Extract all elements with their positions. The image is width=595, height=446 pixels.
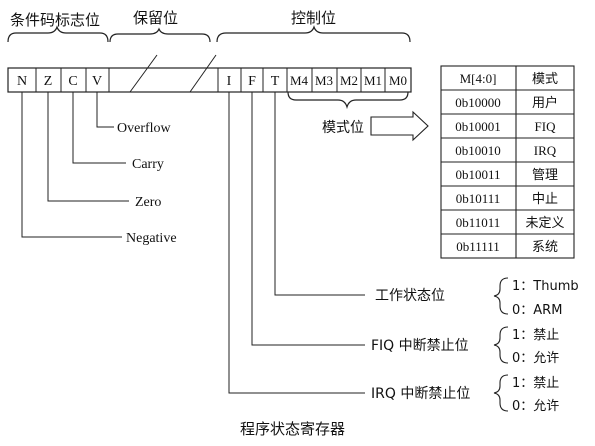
condition-bracket (7, 25, 109, 43)
carry-leader (72, 92, 126, 164)
mode-table (440, 65, 575, 259)
i-bit-leader (228, 92, 365, 394)
f-bit-leader (251, 92, 365, 346)
overflow-leader (96, 92, 114, 128)
zero-leader (47, 92, 129, 202)
t-bit-label: 工作状态位 (375, 288, 445, 304)
overflow-label: Overflow (117, 121, 172, 136)
mode-row-code: 0b10000 (455, 95, 501, 110)
mode-table-header-code: M[4:0] (460, 71, 497, 86)
mode-row-name: 用户 (532, 95, 558, 111)
negative-leader (21, 92, 122, 238)
mode-row-name: 系统 (532, 240, 558, 255)
t-bit-brace (493, 277, 509, 315)
mode-row-name: IRQ (534, 143, 557, 158)
i-bit-option-1: 1：禁止 (512, 376, 559, 391)
reserved-group-heading: 保留位 (133, 9, 178, 27)
bit-m4: M4 (290, 73, 309, 88)
bit-m1: M1 (364, 73, 382, 88)
mode-table-header-name: 模式 (532, 72, 558, 87)
mode-row-code: 0b10011 (455, 167, 500, 182)
control-bracket (216, 25, 411, 43)
bit-c: C (68, 74, 77, 89)
mode-bits-bracket (287, 91, 409, 110)
zero-label: Zero (135, 195, 161, 210)
bit-z: Z (44, 74, 53, 89)
t-bit-option-1: 1：Thumb (512, 279, 579, 294)
mode-row-code: 0b10010 (455, 143, 501, 158)
reserved-slash-1 (129, 54, 158, 93)
f-bit-option-0: 0：允许 (512, 350, 559, 366)
mode-row-code: 0b10111 (456, 191, 501, 206)
bit-n: N (17, 74, 27, 89)
bit-m3: M3 (315, 73, 333, 88)
i-bit-brace (493, 374, 509, 412)
bit-t: T (271, 74, 280, 89)
bit-v: V (92, 74, 102, 89)
t-bit-option-0: 0：ARM (512, 303, 562, 318)
control-group-heading: 控制位 (291, 9, 336, 27)
i-bit-option-0: 0：允许 (512, 398, 559, 414)
register-bar (7, 67, 412, 93)
mode-row-name: 中止 (532, 192, 558, 207)
reserved-bracket (109, 27, 211, 43)
carry-label: Carry (132, 157, 164, 172)
f-bit-label: FIQ 中断禁止位 (371, 338, 469, 354)
mode-row-code: 0b11111 (456, 239, 500, 254)
mode-bit-label: 模式位 (322, 120, 364, 136)
f-bit-option-1: 1：禁止 (512, 328, 559, 343)
reserved-slash-2 (189, 54, 217, 93)
t-bit-leader (274, 92, 365, 296)
condition-group-heading: 条件码标志位 (10, 11, 100, 29)
bit-f: F (248, 74, 256, 89)
mode-row-name: FIQ (535, 119, 557, 134)
mode-arrow (370, 110, 429, 142)
bit-m2: M2 (340, 73, 358, 88)
i-bit-label: IRQ 中断禁止位 (371, 386, 470, 402)
mode-row-code: 0b11011 (456, 215, 501, 230)
diagram-caption: 程序状态寄存器 (240, 420, 345, 438)
mode-row-name: 管理 (532, 168, 558, 183)
mode-row-code: 0b10001 (455, 119, 501, 134)
mode-row-name: 未定义 (525, 216, 564, 231)
bit-m0: M0 (389, 73, 407, 88)
f-bit-brace (493, 326, 509, 364)
negative-label: Negative (126, 231, 177, 246)
bit-i: I (227, 74, 232, 89)
